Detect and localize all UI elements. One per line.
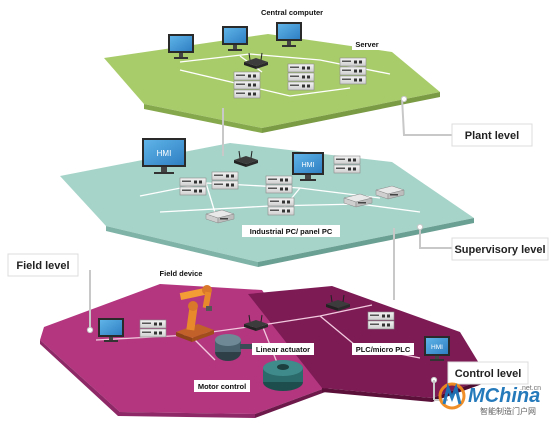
connector-dots: [86, 95, 438, 384]
central-computer-label: Central computer: [261, 8, 323, 17]
hmi-monitor-middle: HMI: [292, 152, 324, 181]
mchina-watermark: MChina .net.cn 智能制造门户网: [438, 382, 541, 416]
robot-arm-icon: [176, 285, 214, 342]
central-computer-monitors: [168, 22, 302, 59]
small-labels: Central computer Server Industrial PC/ p…: [156, 6, 414, 392]
watermark-domain: .net.cn: [520, 385, 541, 392]
plant-level-label: Plant level: [465, 130, 519, 142]
linear-actuator-icon: [215, 334, 252, 361]
field-level-plate: [40, 284, 328, 418]
watermark-brand: MChina: [468, 385, 540, 407]
control-level-callout: Control level: [433, 361, 529, 401]
control-level-label: Control level: [455, 368, 522, 380]
field-device-label: Field device: [160, 269, 203, 278]
supervisory-level-label: Supervisory level: [454, 244, 545, 256]
motor-control-label: Motor control: [198, 382, 246, 391]
industrial-pc-label: Industrial PC/ panel PC: [250, 227, 333, 236]
motor-control-icon: [263, 360, 303, 391]
plant-server-rack-2: [287, 63, 315, 91]
supervisory-level-plate: [60, 143, 474, 267]
plant-level-plate: [104, 34, 440, 133]
server-label: Server: [355, 40, 378, 49]
monitor-icon: [276, 22, 302, 47]
plant-server-rack-1: [233, 71, 261, 99]
field-level-label: Field level: [16, 260, 69, 272]
supervisory-level-callout: Supervisory level: [451, 237, 549, 261]
plc-label: PLC/micro PLC: [356, 345, 411, 354]
hmi-label: HMI: [431, 344, 443, 351]
mchina-logo-icon: [438, 382, 466, 410]
field-level-callout: Field level: [7, 253, 79, 277]
watermark-tagline: 智能制造门户网: [480, 406, 536, 416]
hmi-monitor-left: HMI: [142, 138, 186, 174]
hmi-monitor-control: HMI: [424, 336, 450, 361]
linear-actuator-label: Linear actuator: [256, 345, 310, 354]
plant-level-callout: Plant level: [451, 123, 533, 147]
hmi-label: HMI: [302, 162, 315, 169]
plant-server-rack-3: [339, 57, 367, 85]
monitor-icon: [222, 26, 248, 51]
field-monitor-icon: [98, 318, 124, 342]
level-connectors: [89, 97, 452, 330]
hmi-label: HMI: [157, 149, 172, 158]
monitor-icon: [168, 34, 194, 59]
